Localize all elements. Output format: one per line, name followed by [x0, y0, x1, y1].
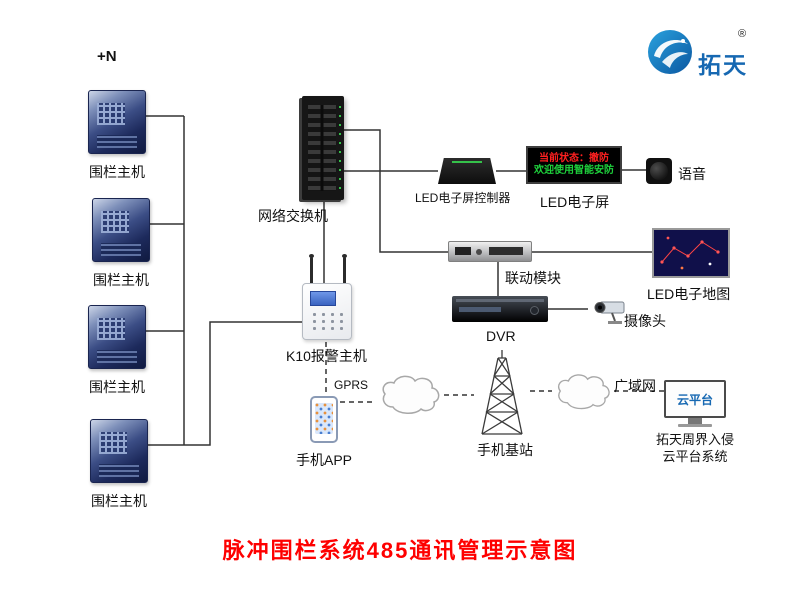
tuotian-logo-icon: [648, 30, 692, 74]
led-screen-line1: 当前状态：撤防: [539, 153, 609, 164]
fence-host-vents: [99, 464, 139, 477]
camera-icon: [594, 301, 625, 324]
k10-antenna-left: [309, 254, 314, 284]
fence-host-label-3: 围栏主机: [89, 379, 145, 395]
speaker-cone: [650, 162, 668, 180]
fence-host-vents: [97, 135, 137, 148]
gprs-label: GPRS: [334, 378, 369, 392]
phone-device: [310, 396, 338, 443]
k10-lcd: [310, 291, 336, 306]
wan-label: 广域网: [614, 378, 656, 394]
linkage-knob: [476, 249, 482, 255]
fence-host-display: [99, 432, 127, 454]
voice-label: 语音: [678, 166, 706, 182]
monitor-base: [678, 424, 712, 427]
base-station-tower-icon: [481, 350, 523, 435]
fence-host-vents: [97, 350, 137, 363]
network-switch-label: 网络交换机: [258, 208, 328, 224]
led-screen-line2: 欢迎使用智能安防: [534, 165, 614, 176]
fence-host-device-3: [88, 305, 146, 369]
cloud-system-caption-line2: 云平台系统: [662, 449, 728, 464]
k10-keypad: [310, 311, 346, 332]
dvr-device: [452, 296, 548, 322]
fence-host-display: [97, 318, 125, 340]
led-screen-device: 当前状态：撤防 欢迎使用智能安防: [526, 146, 622, 184]
led-map-graphic: [660, 236, 720, 270]
cloud-icon-right: [557, 374, 610, 410]
monitor-stand: [688, 418, 702, 424]
n-count-label: +N: [97, 48, 117, 65]
led-screen-label: LED电子屏: [540, 194, 610, 210]
fence-host-stub-lines: [146, 115, 184, 446]
dvr-label: DVR: [486, 328, 516, 344]
cloud-platform-monitor: 云平台: [664, 380, 726, 427]
k10-host-label: K10报警主机: [286, 348, 367, 364]
linkage-module-label: 联动模块: [505, 270, 561, 286]
switch-led-indicators: [339, 106, 341, 190]
dvr-knob: [530, 306, 539, 315]
led-controller-label: LED电子屏控制器: [415, 191, 511, 205]
fence-host-vents: [101, 243, 141, 256]
led-map-label: LED电子地图: [647, 286, 731, 302]
network-switch-device: [302, 96, 344, 200]
phone-app-label: 手机APP: [296, 452, 353, 468]
k10-antenna-right: [342, 254, 347, 284]
fence-host-device-2: [92, 198, 150, 262]
cloud-system-caption-line1: 拓天周界入侵: [655, 432, 734, 447]
k10-host-device: [302, 283, 352, 340]
bus-to-k10-line: [184, 321, 302, 446]
fence-host-display: [97, 103, 125, 125]
fence-host-display: [101, 211, 129, 233]
phone-screen: [315, 403, 333, 434]
base-station-label: 手机基站: [477, 442, 533, 458]
fence-host-label-1: 围栏主机: [89, 164, 145, 180]
fence-host-device-1: [88, 90, 146, 154]
diagram-title: 脉冲围栏系统485通讯管理示意图: [222, 538, 578, 563]
fence-host-device-4: [90, 419, 148, 483]
cloud-icon-left: [382, 375, 440, 414]
fence-host-label-4: 围栏主机: [91, 493, 147, 509]
led-map-device: [652, 228, 730, 278]
registered-mark: ®: [738, 28, 747, 40]
switch-ports: [308, 105, 336, 191]
camera-label: 摄像头: [624, 313, 666, 329]
speaker-icon: [646, 158, 672, 184]
brand-name: 拓天: [698, 52, 748, 78]
monitor-screen-text: 云平台: [664, 380, 726, 418]
controller-status-strip: [452, 161, 482, 163]
fence-host-label-2: 围栏主机: [93, 272, 149, 288]
led-controller-device: [438, 158, 496, 184]
linkage-module-device: [448, 241, 532, 262]
